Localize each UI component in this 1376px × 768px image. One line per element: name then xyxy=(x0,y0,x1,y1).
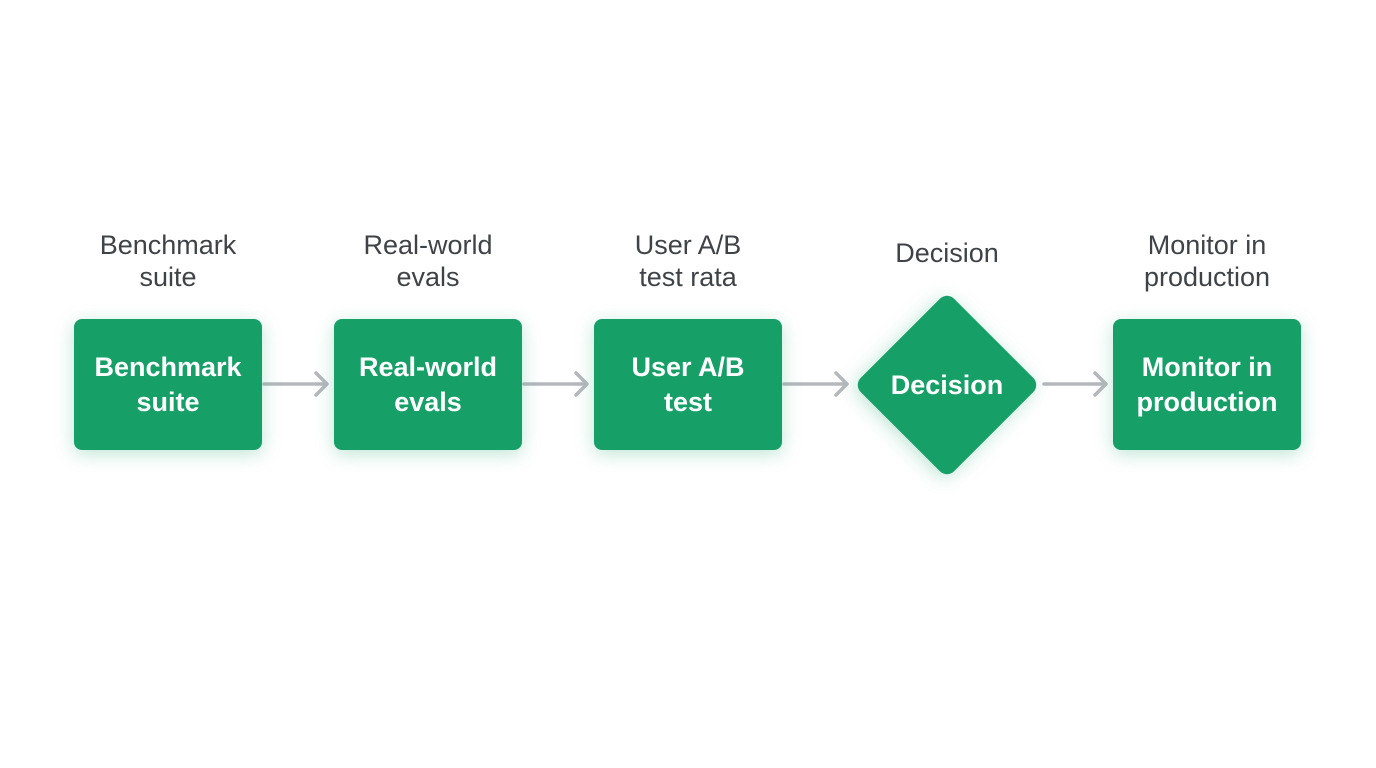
arrow-ab-test-to-decision xyxy=(782,371,849,397)
node-label: Monitor in production xyxy=(1136,351,1278,417)
node-label: User A/B test xyxy=(631,351,745,417)
caption-real-world-evals: Real-world evals xyxy=(363,230,493,292)
arrow-benchmark-to-real-world xyxy=(262,371,329,397)
node-label: Real-world evals xyxy=(358,351,498,417)
node-monitor-in-production: Monitor in production xyxy=(1113,319,1301,450)
node-label: Decision xyxy=(890,369,1004,400)
caption-user-ab-test: User A/B test rata xyxy=(634,230,742,292)
caption-benchmark-suite: Benchmark suite xyxy=(99,230,237,292)
node-label: Benchmark suite xyxy=(94,351,242,417)
node-real-world-evals: Real-world evals xyxy=(334,319,522,450)
caption-decision: Decision xyxy=(895,238,999,268)
node-benchmark-suite: Benchmark suite xyxy=(74,319,262,450)
node-user-ab-test: User A/B test xyxy=(594,319,782,450)
arrow-decision-to-monitor xyxy=(1042,371,1108,397)
node-decision: Decision xyxy=(852,290,1042,480)
caption-monitor-in-production: Monitor in production xyxy=(1143,230,1271,292)
arrow-real-world-to-ab-test xyxy=(522,371,589,397)
